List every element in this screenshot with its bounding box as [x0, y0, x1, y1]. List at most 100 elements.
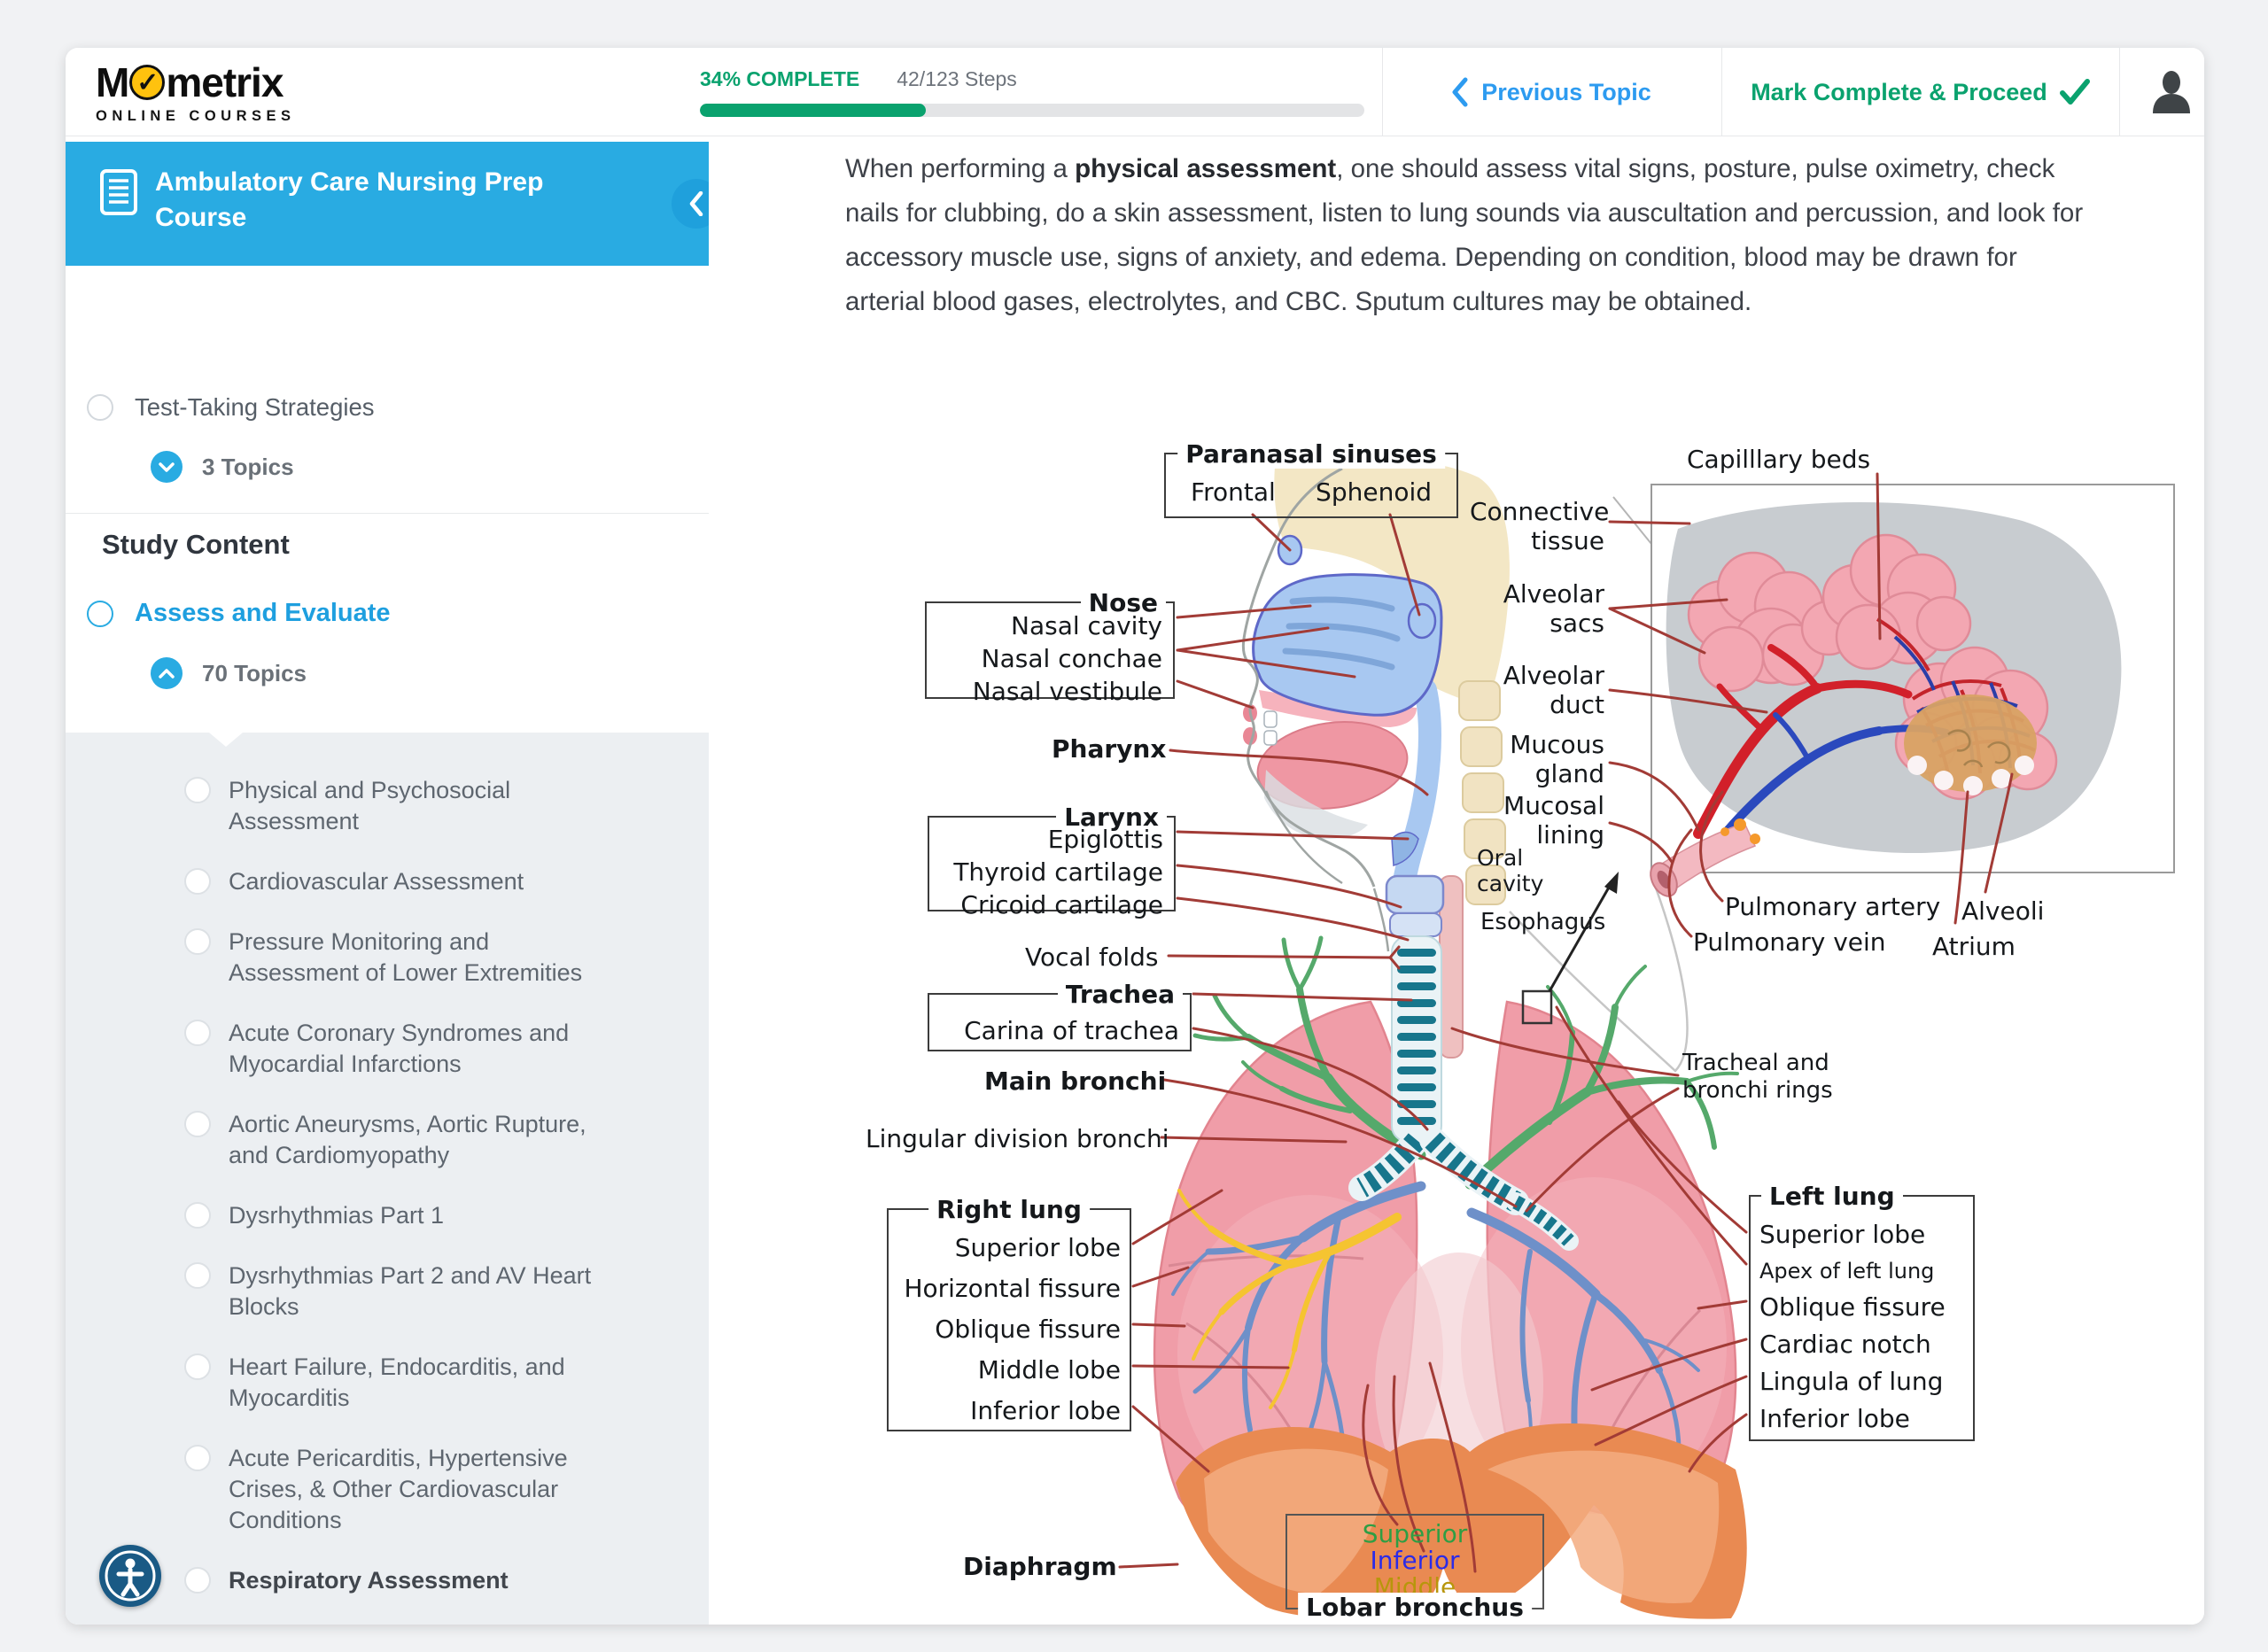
label-ll-cardiac-notch: Cardiac notch [1759, 1330, 1931, 1359]
lesson-paragraph: When performing a physical assessment, o… [845, 147, 2085, 324]
topic-radio [184, 1020, 211, 1046]
panel-notch [209, 733, 243, 747]
topic-item[interactable]: Acute Coronary Syndromes and Myocardial … [184, 1018, 680, 1080]
label-nasal-conchae: Nasal conchae [981, 644, 1162, 673]
course-progress: 34% COMPLETE 42/123 Steps [700, 67, 1364, 117]
trachea-box: Trachea Carina of trachea [928, 980, 1192, 1051]
topics-count-label: 70 Topics [202, 659, 307, 686]
label-nasal-vestibule: Nasal vestibule [972, 677, 1162, 706]
topic-item-current[interactable]: Respiratory Assessment [184, 1565, 680, 1596]
topic-item[interactable]: Physical and Psychosocial Assessment [184, 775, 680, 837]
label-diaphragm: Diaphragm [963, 1552, 1117, 1581]
check-icon [2059, 79, 2090, 105]
mometrix-logo[interactable]: M✓metrix ONLINE COURSES [96, 58, 296, 125]
label-ll-superior-lobe: Superior lobe [1759, 1220, 1926, 1249]
topic-item[interactable]: Cardiovascular Assessment [184, 866, 680, 897]
left-lung-box: Left lung Superior lobe Apex of left lun… [1749, 1182, 1975, 1441]
topic-radio [184, 777, 211, 803]
logo-check-icon: ✓ [129, 65, 166, 100]
larynx-box: Larynx Epiglottis Thyroid cartilage Cric… [928, 803, 1176, 919]
label-alveoli: Alveoli [1961, 896, 2045, 926]
topic-item[interactable]: Acute Pericarditis, Hypertensive Crises,… [184, 1443, 680, 1536]
label-ll-inferior-lobe: Inferior lobe [1759, 1404, 1910, 1433]
label-atrium: Atrium [1932, 932, 2016, 961]
topic-list: Physical and Psychosocial Assessment Car… [184, 775, 680, 1625]
label-mucosal-lining: Mucosal lining [1503, 791, 1604, 849]
header-divider [2119, 48, 2120, 136]
label-rl-oblique-fissure: Oblique fissure [935, 1315, 1121, 1344]
accessibility-icon [105, 1550, 156, 1602]
paragraph-text: , one should assess vital signs, posture… [845, 154, 2084, 316]
lesson-label: Assess and Evaluate [135, 599, 391, 627]
label-trachea: Trachea [1057, 980, 1183, 1009]
sidebar-divider [66, 513, 709, 514]
label-main-bronchi: Main bronchi [984, 1066, 1167, 1096]
topics-count-label: 3 Topics [202, 453, 294, 480]
label-alveolar-sacs: Alveolar sacs [1503, 579, 1604, 638]
course-header: Ambulatory Care Nursing Prep Course [66, 142, 721, 266]
paranasal-sinuses-box: Paranasal sinuses Frontal Sphenoid [1164, 439, 1458, 518]
course-sidebar: Ambulatory Care Nursing Prep Course Test… [66, 136, 721, 1625]
progress-steps-label: 42/123 Steps [897, 67, 1017, 90]
label-larynx: Larynx [1056, 803, 1167, 832]
topic-radio [184, 1445, 211, 1471]
label-lobar-bronchus: Lobar bronchus [1298, 1593, 1532, 1622]
logo-part1: M [96, 59, 129, 105]
label-rl-inferior-lobe: Inferior lobe [970, 1396, 1121, 1425]
label-pulmonary-vein: Pulmonary vein [1693, 927, 1886, 957]
collapse-chevron-icon [689, 191, 703, 216]
topic-item[interactable]: Heart Failure, Endocarditis, and Myocard… [184, 1352, 680, 1414]
label-epiglottis: Epiglottis [1047, 825, 1163, 854]
topic-item[interactable]: Dysrhythmias Part 2 and AV Heart Blocks [184, 1260, 680, 1322]
label-ll-oblique-fissure: Oblique fissure [1759, 1292, 1946, 1322]
lesson-label: Test-Taking Strategies [135, 393, 375, 421]
app-window: M✓metrix ONLINE COURSES 34% COMPLETE 42/… [66, 48, 2204, 1625]
label-cricoid-cartilage: Cricoid cartilage [960, 890, 1163, 919]
label-connective-tissue: Connective tissue [1470, 497, 1610, 555]
lesson-test-taking-strategies[interactable]: Test-Taking Strategies [87, 393, 375, 422]
topics-toggle-test-taking[interactable]: 3 Topics [151, 451, 294, 483]
top-header: M✓metrix ONLINE COURSES 34% COMPLETE 42/… [66, 48, 2204, 136]
label-oral-cavity: Oral cavity [1477, 845, 1544, 896]
label-rl-superior-lobe: Superior lobe [954, 1233, 1121, 1262]
previous-topic-button[interactable]: Previous Topic [1382, 48, 1720, 136]
topic-item[interactable]: Pressure Monitoring and Assessment of Lo… [184, 927, 680, 989]
topic-radio [184, 928, 211, 955]
book-icon [100, 169, 137, 215]
header-divider [1382, 48, 1383, 136]
user-avatar-button[interactable] [2139, 48, 2204, 136]
mark-complete-label: Mark Complete & Proceed [1751, 78, 2047, 105]
progress-percent-label: 34% COMPLETE [700, 67, 860, 90]
logo-tagline: ONLINE COURSES [96, 108, 296, 124]
label-ll-lingula: Lingula of lung [1759, 1367, 1944, 1396]
label-ll-apex: Apex of left lung [1759, 1259, 1935, 1284]
nose-box: Nasal cavity Nose Nasal cavity Nasal con… [925, 588, 1175, 706]
topics-toggle-assess[interactable]: 70 Topics [151, 657, 307, 689]
topic-item[interactable]: Dysrhythmias Part 1 [184, 1200, 680, 1231]
label-paranasal-sinuses: Paranasal sinuses [1177, 439, 1445, 469]
mark-complete-button[interactable]: Mark Complete & Proceed [1721, 48, 2119, 136]
lesson-status-circle [87, 600, 113, 627]
label-esophagus: Esophagus [1480, 909, 1606, 935]
lesson-assess-and-evaluate[interactable]: Assess and Evaluate [87, 599, 391, 628]
logo-part2: metrix [166, 59, 284, 105]
lobar-bronchus-box: Superior Inferior Middle Lobar bronchus [1285, 1514, 1544, 1622]
label-nose-title: Nose [1080, 588, 1166, 617]
label-carina-of-trachea: Carina of trachea [964, 1016, 1179, 1045]
chevron-left-icon [1452, 77, 1468, 107]
chevron-up-icon [151, 657, 183, 689]
topic-radio [184, 1262, 211, 1289]
label-capillary-beds: Capilllary beds [1687, 445, 1871, 474]
respiratory-illustration [1118, 457, 2175, 1620]
label-lobar-inferior: Inferior [1370, 1546, 1460, 1575]
topic-list-panel: Physical and Psychosocial Assessment Car… [66, 733, 709, 1625]
accessibility-button[interactable] [99, 1545, 161, 1607]
label-lingular-division-bronchi: Lingular division bronchi [866, 1124, 1169, 1153]
progress-bar [700, 104, 1364, 117]
label-right-lung: Right lung [928, 1195, 1090, 1224]
label-tracheal-and-bronchi-rings: Tracheal and bronchi rings [1682, 1050, 1833, 1104]
topic-item[interactable]: Aortic Aneurysms, Aortic Rupture, and Ca… [184, 1109, 680, 1171]
label-vocal-folds: Vocal folds [1025, 942, 1159, 972]
topic-radio [184, 1353, 211, 1380]
study-content-heading: Study Content [102, 529, 290, 560]
